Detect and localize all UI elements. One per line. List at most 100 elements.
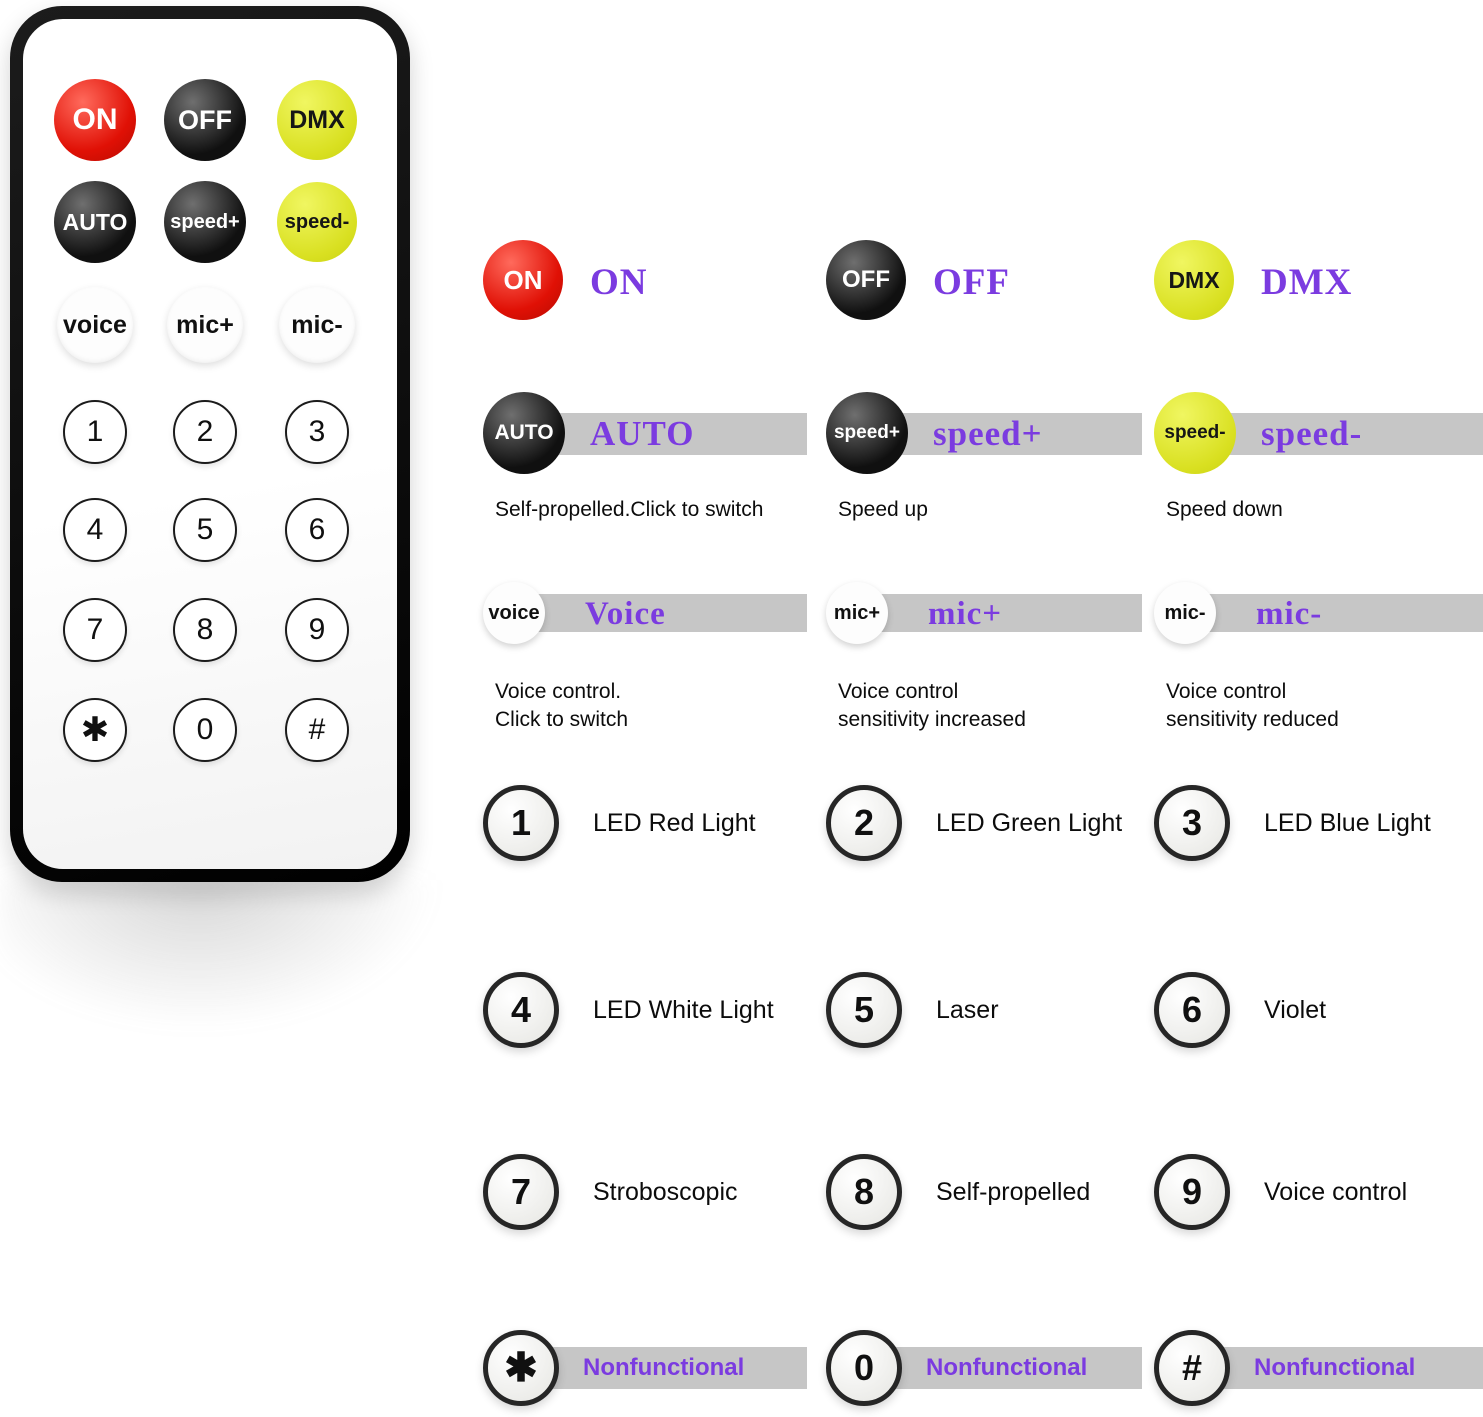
legend-item-8: 8 Self-propelled bbox=[826, 1154, 1171, 1230]
gray-bar bbox=[1174, 594, 1483, 632]
number-9-button-icon: 9 bbox=[1154, 1154, 1230, 1230]
number-5-button-icon: 5 bbox=[826, 972, 902, 1048]
number-7-button-icon: 7 bbox=[483, 1154, 559, 1230]
number-6-button-icon: 6 bbox=[1154, 972, 1230, 1048]
button-name: OFF bbox=[933, 261, 1010, 303]
remote-button-off: OFF bbox=[164, 79, 246, 161]
remote-reflection bbox=[0, 880, 440, 1030]
remote-button-hash: # bbox=[285, 698, 349, 762]
button-name: Stroboscopic bbox=[593, 1177, 738, 1206]
description-line-2: sensitivity reduced bbox=[1166, 708, 1339, 731]
remote-button-0: 0 bbox=[173, 698, 237, 762]
button-name: Nonfunctional bbox=[583, 1354, 745, 1381]
button-name: LED White Light bbox=[593, 995, 774, 1024]
mic-minus-button-icon: mic- bbox=[1154, 582, 1216, 644]
legend-item-mic-minus: mic- mic- Voice control sensitivity redu… bbox=[1154, 582, 1483, 742]
button-name: LED Green Light bbox=[936, 808, 1123, 837]
remote-button-9: 9 bbox=[285, 598, 349, 662]
button-name: speed+ bbox=[933, 414, 1043, 453]
button-name: speed- bbox=[1261, 414, 1363, 453]
button-name: Violet bbox=[1264, 995, 1327, 1024]
legend-item-mic-plus: mic+ mic+ Voice control sensitivity incr… bbox=[826, 582, 1171, 742]
legend-item-1: 1 LED Red Light bbox=[483, 785, 828, 861]
legend-item-on: ON ON bbox=[483, 240, 823, 324]
legend-item-5: 5 Laser bbox=[826, 972, 1171, 1048]
remote-button-mic-plus: mic+ bbox=[167, 287, 243, 363]
remote-control: ON OFF DMX AUTO speed+ speed- voice mic+… bbox=[10, 6, 410, 882]
mic-plus-button-icon: mic+ bbox=[826, 582, 888, 644]
number-8-button-icon: 8 bbox=[826, 1154, 902, 1230]
legend-item-auto: AUTO AUTO Self-propelled.Click to switch bbox=[483, 392, 828, 542]
remote-button-on: ON bbox=[54, 79, 136, 161]
button-description: Voice control sensitivity increased bbox=[838, 678, 1026, 734]
voice-button-icon: voice bbox=[483, 582, 545, 644]
off-button-icon: OFF bbox=[826, 240, 906, 320]
legend-item-4: 4 LED White Light bbox=[483, 972, 828, 1048]
legend-item-speed-minus: speed- speed- Speed down bbox=[1154, 392, 1483, 542]
button-name: LED Blue Light bbox=[1264, 808, 1431, 837]
remote-button-1: 1 bbox=[63, 400, 127, 464]
remote-button-7: 7 bbox=[63, 598, 127, 662]
number-4-button-icon: 4 bbox=[483, 972, 559, 1048]
button-name: mic- bbox=[1256, 595, 1323, 632]
remote-button-speed-minus: speed- bbox=[277, 182, 357, 262]
remote-button-2: 2 bbox=[173, 400, 237, 464]
button-name: ON bbox=[590, 261, 648, 303]
legend-item-9: 9 Voice control bbox=[1154, 1154, 1483, 1230]
on-button-icon: ON bbox=[483, 240, 563, 320]
hash-button-icon: # bbox=[1154, 1330, 1230, 1406]
button-name: AUTO bbox=[590, 414, 695, 453]
remote-button-star: ✱ bbox=[63, 698, 127, 762]
description-line-2: sensitivity increased bbox=[838, 708, 1026, 731]
remote-button-4: 4 bbox=[63, 498, 127, 562]
description-line-2: Click to switch bbox=[495, 708, 629, 731]
button-name: Voice control bbox=[1264, 1177, 1408, 1206]
remote-button-5: 5 bbox=[173, 498, 237, 562]
auto-button-icon: AUTO bbox=[483, 392, 565, 474]
number-2-button-icon: 2 bbox=[826, 785, 902, 861]
remote-button-3: 3 bbox=[285, 400, 349, 464]
legend-item-star: ✱ Nonfunctional bbox=[483, 1330, 828, 1410]
remote-button-8: 8 bbox=[173, 598, 237, 662]
description-line-1: Voice control. bbox=[495, 680, 622, 703]
button-name: mic+ bbox=[928, 595, 1003, 632]
button-name: LED Red Light bbox=[593, 808, 756, 837]
button-name: DMX bbox=[1261, 261, 1353, 303]
legend-item-3: 3 LED Blue Light bbox=[1154, 785, 1483, 861]
legend-item-voice: voice Voice Voice control. Click to swit… bbox=[483, 582, 828, 742]
speed-plus-button-icon: speed+ bbox=[826, 392, 908, 474]
remote-button-speed-plus: speed+ bbox=[164, 181, 246, 263]
star-button-icon: ✱ bbox=[483, 1330, 559, 1406]
dmx-button-icon: DMX bbox=[1154, 240, 1234, 320]
remote-button-voice: voice bbox=[57, 287, 133, 363]
button-description: Voice control. Click to switch bbox=[495, 678, 628, 734]
button-name: Self-propelled bbox=[936, 1177, 1091, 1206]
button-name: Voice bbox=[585, 595, 666, 632]
button-description: Speed up bbox=[838, 498, 928, 521]
gray-bar bbox=[503, 594, 807, 632]
legend-item-0: 0 Nonfunctional bbox=[826, 1330, 1171, 1410]
button-name: Laser bbox=[936, 995, 999, 1024]
description-line-1: Voice control bbox=[1166, 680, 1287, 703]
legend-item-speed-plus: speed+ speed+ Speed up bbox=[826, 392, 1171, 542]
number-1-button-icon: 1 bbox=[483, 785, 559, 861]
button-description: Voice control sensitivity reduced bbox=[1166, 678, 1339, 734]
legend-item-6: 6 Violet bbox=[1154, 972, 1483, 1048]
remote-button-dmx: DMX bbox=[277, 80, 357, 160]
legend-item-2: 2 LED Green Light bbox=[826, 785, 1171, 861]
button-description: Self-propelled.Click to switch bbox=[495, 498, 764, 521]
remote-button-mic-minus: mic- bbox=[279, 287, 355, 363]
zero-button-icon: 0 bbox=[826, 1330, 902, 1406]
button-name: Nonfunctional bbox=[1254, 1354, 1416, 1381]
button-name: Nonfunctional bbox=[926, 1354, 1088, 1381]
remote-button-auto: AUTO bbox=[54, 181, 136, 263]
legend-item-dmx: DMX DMX bbox=[1154, 240, 1483, 324]
legend-item-hash: # Nonfunctional bbox=[1154, 1330, 1483, 1410]
number-3-button-icon: 3 bbox=[1154, 785, 1230, 861]
button-description: Speed down bbox=[1166, 498, 1283, 521]
remote-button-6: 6 bbox=[285, 498, 349, 562]
description-line-1: Voice control bbox=[838, 680, 959, 703]
legend-item-7: 7 Stroboscopic bbox=[483, 1154, 828, 1230]
gray-bar bbox=[846, 594, 1142, 632]
